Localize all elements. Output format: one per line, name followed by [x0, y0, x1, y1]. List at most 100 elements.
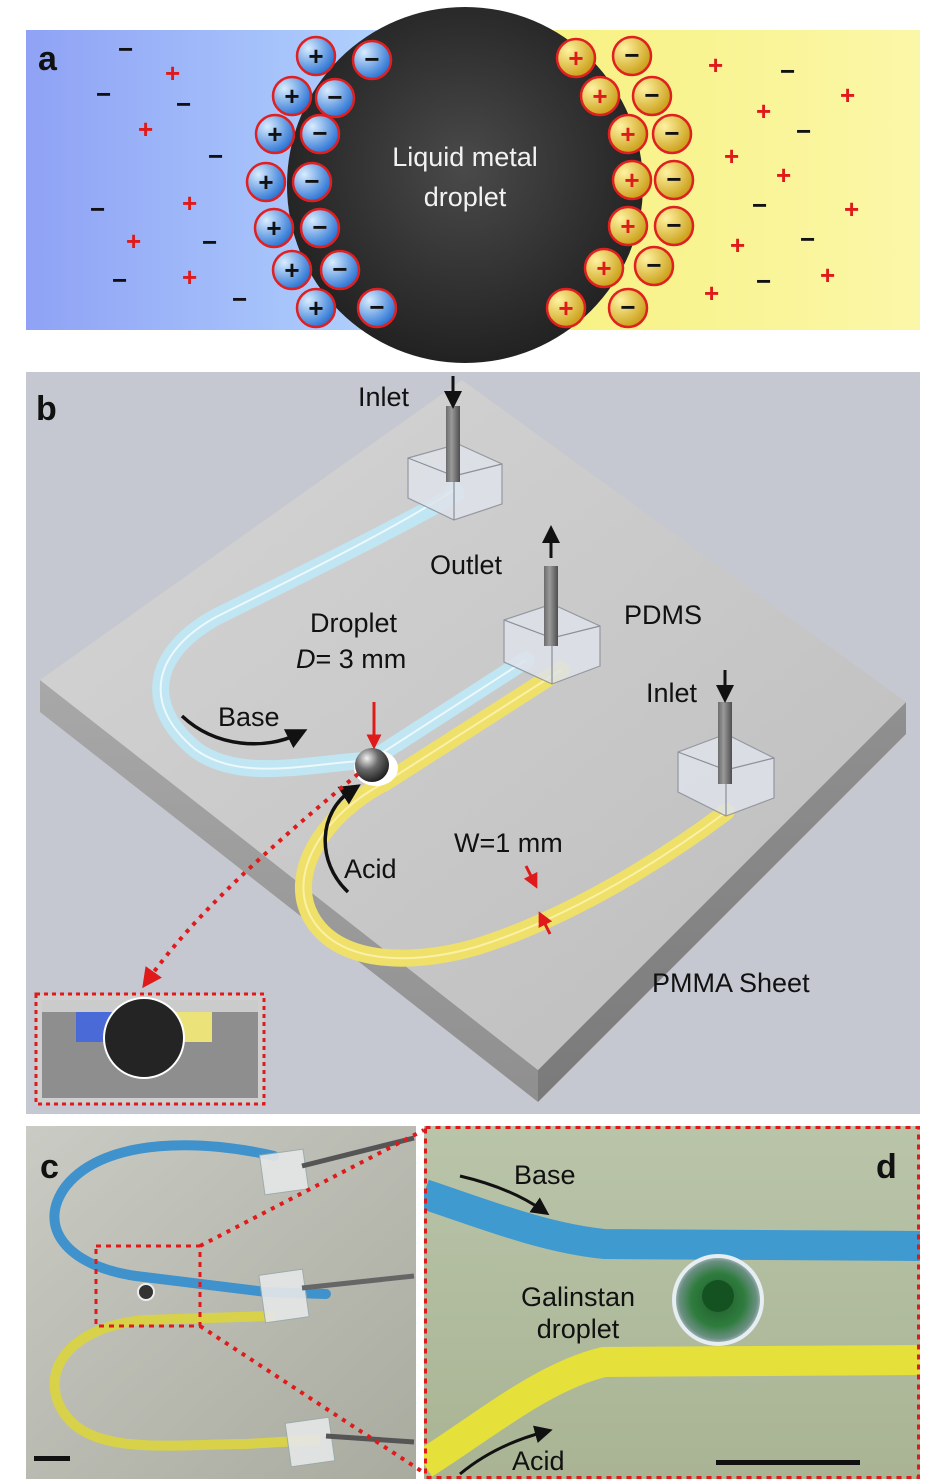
panel-label-c: c [40, 1148, 59, 1186]
ion-positive: + [607, 205, 649, 247]
galinstan-droplet-line2: droplet [536, 1314, 620, 1344]
base-channel-edge [159, 489, 527, 770]
galinstan-droplet-line1: Galinstan [520, 1282, 636, 1312]
droplet-text-line1: Liquid metal [392, 142, 538, 172]
pmma-sheet-right-side [538, 702, 906, 1102]
plus-sign: + [756, 96, 771, 126]
svg-text:−: − [312, 118, 327, 148]
minus-sign: − [780, 56, 795, 86]
scale-bar [716, 1460, 860, 1465]
ion-positive: + [555, 37, 597, 79]
ion-negative: − [611, 35, 653, 77]
width-marker-top [523, 865, 538, 889]
ion-positive: + [579, 75, 621, 117]
ion-negative: − [607, 287, 649, 329]
ion-negative: − [633, 245, 675, 287]
free-ions-left: + − − − + − + − + − − + − [90, 34, 247, 314]
panel-a: + − + − + − + − + − + − + − + − + − + − … [0, 0, 926, 370]
pdms-block-top-inlet [407, 406, 503, 521]
droplet-highlight [702, 1280, 734, 1312]
pdms-label: PDMS [624, 600, 703, 630]
ion-negative: − [291, 161, 333, 203]
svg-text:−: − [666, 210, 681, 240]
svg-text:−: − [646, 250, 661, 280]
yellow-tube [415, 1345, 921, 1477]
droplet-label: Droplet [310, 608, 398, 638]
minus-sign: − [232, 284, 247, 314]
ion-positive: + [271, 75, 313, 117]
minus-sign: − [90, 194, 105, 224]
ion-negative: − [314, 77, 356, 119]
ion-negative: − [653, 159, 695, 201]
ion-negative: − [653, 205, 695, 247]
svg-text:−: − [664, 118, 679, 148]
plus-sign: + [708, 50, 723, 80]
free-ions-right: + − + + − + + − + + − + − + [704, 50, 859, 308]
svg-text:+: + [266, 213, 281, 243]
acid-flow-arrow [323, 784, 361, 894]
ion-negative: − [356, 287, 398, 329]
acid-flow-arrow [459, 1425, 553, 1476]
ion-positive: + [611, 159, 653, 201]
acid-label: Acid [344, 854, 397, 884]
panel-b: b Inlet Outlet PDMS Droplet D= 3 mm Base… [26, 372, 920, 1114]
svg-text:+: + [624, 165, 639, 195]
svg-text:−: − [620, 292, 635, 322]
svg-text:−: − [312, 212, 327, 242]
plus-sign: + [182, 262, 197, 292]
base-flow-arrow [180, 714, 308, 749]
plus-sign: + [182, 188, 197, 218]
blue-tube [419, 1179, 921, 1261]
pmma-sheet-left-side [40, 680, 538, 1102]
plus-sign: + [844, 194, 859, 224]
panel-c-photo [26, 1126, 416, 1479]
panel-label-d: d [876, 1148, 897, 1186]
svg-text:+: + [558, 293, 573, 323]
plus-sign: + [820, 260, 835, 290]
acid-label: Acid [512, 1446, 565, 1476]
svg-text:+: + [620, 119, 635, 149]
zoom-region [94, 1244, 202, 1328]
panel-a-figure: + − + − + − + − + − + − + − + − + − + − … [26, 7, 920, 363]
right-double-layer: + − + − + − + − + − + − + − [545, 35, 695, 329]
ion-positive: + [545, 287, 587, 329]
plus-sign: + [165, 58, 180, 88]
minus-sign: − [202, 227, 217, 257]
ion-positive: + [271, 249, 313, 291]
panel-label-b: b [36, 390, 57, 428]
base-label: Base [218, 702, 280, 732]
ion-positive: + [607, 113, 649, 155]
yellow-tube [49, 1311, 321, 1451]
droplet-diameter-value: = 3 mm [315, 644, 407, 674]
ion-positive: + [245, 161, 287, 203]
width-label: W=1 mm [454, 828, 563, 858]
plus-sign: + [704, 278, 719, 308]
minus-sign: − [752, 190, 767, 220]
svg-text:−: − [327, 82, 342, 112]
droplet-diameter-label: D= 3 mm [296, 644, 406, 675]
plus-sign: + [724, 141, 739, 171]
plus-sign: + [840, 80, 855, 110]
svg-text:+: + [308, 41, 323, 71]
scale-bar [34, 1456, 70, 1461]
svg-text:+: + [596, 253, 611, 283]
svg-text:+: + [267, 119, 282, 149]
panel-b-figure [26, 372, 920, 1114]
minus-sign: − [176, 89, 191, 119]
minus-sign: − [796, 116, 811, 146]
minus-sign: − [800, 224, 815, 254]
pmma-sheet-label: PMMA Sheet [652, 968, 810, 998]
ion-positive: + [253, 207, 295, 249]
panel-label-a: a [38, 40, 57, 78]
width-marker-bottom [538, 911, 553, 935]
ion-negative: − [299, 207, 341, 249]
cross-section-inset [34, 992, 266, 1106]
svg-text:−: − [666, 164, 681, 194]
liquid-metal-droplet [287, 7, 643, 363]
inlet-right-label: Inlet [646, 678, 698, 708]
minus-sign: − [756, 266, 771, 296]
galinstan-droplet [137, 1283, 155, 1301]
tube-middle [301, 1273, 415, 1291]
plus-sign: + [776, 160, 791, 190]
ion-positive: + [254, 113, 296, 155]
